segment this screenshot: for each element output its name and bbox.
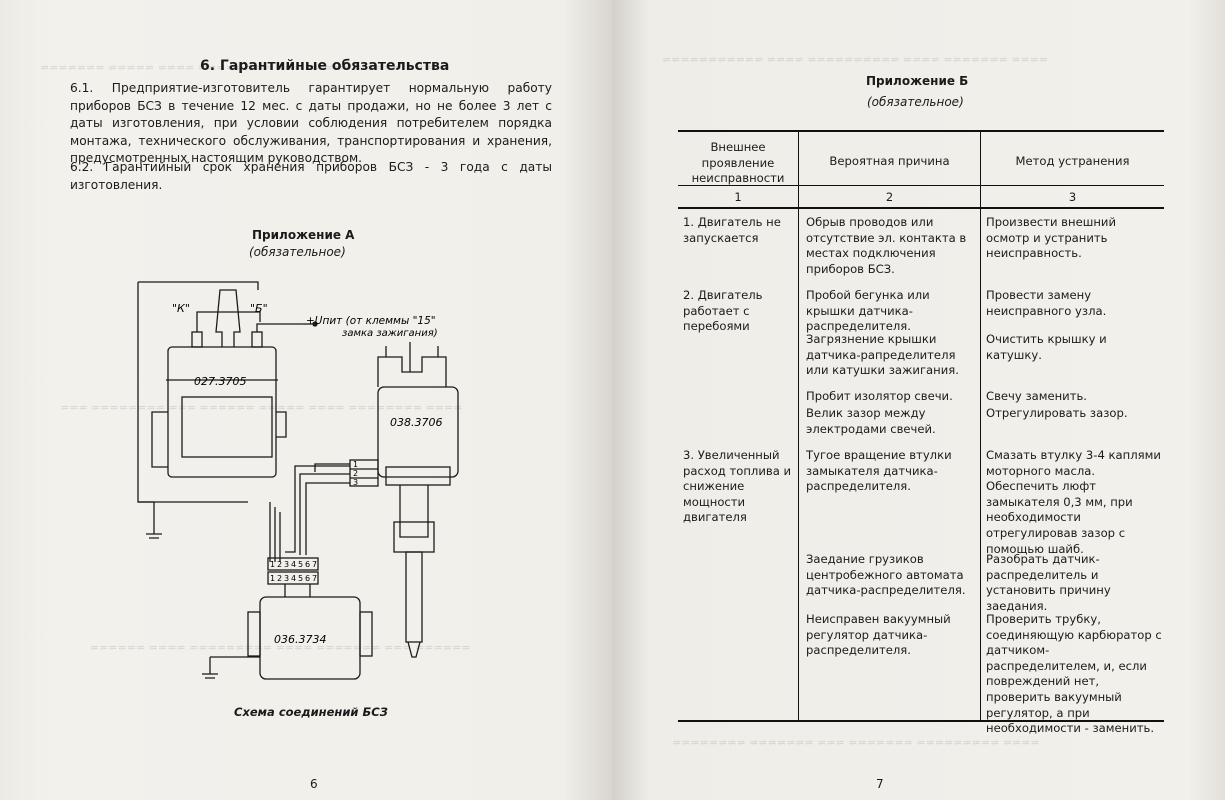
pin-label: 1 [270, 560, 275, 569]
coil-high-voltage-tower [215, 289, 241, 347]
right-page: ≈≈≈≈ ≈≈≈≈≈≈≈ ≈≈≈≈ ≈≈≈≈≈≈≈≈≈≈ ≈≈≈≈ ≈≈≈≈≈≈… [612, 0, 1225, 800]
pin-label: 3 [353, 478, 358, 487]
pin-label: 5 [298, 560, 303, 569]
wire-top [138, 281, 259, 290]
header-remedy: Метод устранения [1015, 154, 1130, 168]
pin-label: 7 [312, 560, 317, 569]
remedy-cell: Очистить крышку и катушку. [986, 332, 1107, 362]
remedy-cell: Произвести внешний осмотр и устранить не… [986, 215, 1116, 261]
pin-label: 6 [305, 574, 310, 583]
column-number: 2 [885, 190, 894, 204]
diagram-caption: Схема соединений БСЗ [234, 705, 388, 719]
appendix-b-title: Приложение Б [866, 74, 969, 88]
pin-label: 4 [291, 574, 296, 583]
page-number: 7 [876, 777, 884, 791]
distributor-body [377, 386, 459, 478]
left-page: ≈≈≈ ≈≈≈≈ ≈≈≈≈≈≈ ≈≈≈ ≈≈≈≈≈≈≈≈ ≈≈≈≈ ≈≈≈≈≈ … [0, 0, 612, 800]
column-number: 3 [1068, 190, 1077, 204]
terminal-k-label: "К" [172, 302, 190, 315]
bleed-through-text: ≈≈≈≈ ≈≈≈≈≈≈≈≈≈ ≈≈≈≈≈≈≈ ≈≈≈ ≈≈≈≈≈≈≈ ≈≈≈≈≈… [672, 736, 1040, 749]
coil-label: 027.3705 [194, 375, 247, 388]
pin-label: 3 [284, 560, 289, 569]
troubleshooting-table: Внешнее проявление неисправности Вероятн… [678, 130, 1164, 735]
symptom-cell: 1. Двигатель не запускается [683, 215, 781, 245]
paragraph-6-1: 6.1. Предприятие-изготовитель гарантируе… [70, 81, 552, 165]
pin-label: 2 [277, 560, 282, 569]
pin-label: 4 [291, 560, 296, 569]
section-title: 6. Гарантийные обязательства [200, 58, 450, 74]
remedy-cell: Свечу заменить. [986, 389, 1087, 403]
cause-cell: Неисправен вакуумный регулятор датчика-р… [806, 612, 951, 658]
pin-label: 2 [353, 469, 358, 478]
pin-label: 1 [270, 574, 275, 583]
symptom-cell: 2. Двигатель работает с перебоями [683, 288, 763, 334]
wire-loop [137, 282, 248, 503]
cause-cell: Тугое вращение втулки замыкателя датчика… [806, 448, 952, 494]
appendix-a-subtitle: (обязательное) [249, 245, 346, 259]
header-symptom: Внешнее проявление неисправности [691, 140, 785, 186]
terminal-b-label: "Б" [250, 302, 268, 315]
pin-label: 7 [312, 574, 317, 583]
remedy-cell: Отрегулировать зазор. [986, 406, 1128, 420]
power-label-2: замка зажигания) [342, 328, 438, 339]
appendix-a-title: Приложение А [252, 228, 355, 242]
cause-cell: Пробой бегунка или крышки датчика-распре… [806, 288, 930, 334]
bleed-through-text: ≈≈≈≈ ≈≈≈≈≈≈≈ ≈≈≈≈ ≈≈≈≈≈≈≈≈≈≈ ≈≈≈≈ ≈≈≈≈≈≈… [662, 53, 1049, 66]
cause-cell: Велик зазор между электродами свечей. [806, 406, 936, 436]
distributor-label: 038.3706 [390, 416, 443, 429]
pin-label: 1 [353, 460, 358, 469]
header-cause: Вероятная причина [829, 154, 950, 168]
power-label: +Uпит (от клеммы "15" [306, 315, 436, 327]
paragraph-6-2: 6.2. Гарантийный срок хранения приборов … [70, 160, 552, 192]
pin-label: 6 [305, 560, 310, 569]
cause-cell: Заедание грузиков центробежного автомата… [806, 552, 966, 598]
coil-inner [181, 396, 273, 458]
wiring-diagram: "К" "Б" +Uпит (от клеммы "15" замка зажи… [137, 281, 459, 680]
cause-cell: Пробит изолятор свечи. [806, 389, 953, 403]
switch-label: 036.3734 [274, 633, 327, 646]
pin-label: 5 [298, 574, 303, 583]
page-number: 6 [310, 777, 318, 791]
remedy-cell: Разобрать датчик-распределитель и устано… [986, 552, 1111, 613]
remedy-cell: Смазать втулку 3-4 каплями моторного мас… [986, 448, 1161, 556]
cause-cell: Обрыв проводов или отсутствие эл. контак… [806, 215, 967, 276]
appendix-b-subtitle: (обязательное) [867, 95, 964, 109]
column-number: 1 [734, 190, 742, 204]
symptom-cell: 3. Увеличенный расход топлива и снижение… [683, 448, 792, 525]
pin-label: 2 [277, 574, 282, 583]
pin-label: 3 [284, 574, 289, 583]
cause-cell: Загрязнение крышки датчика-рапределителя… [806, 332, 959, 378]
remedy-cell: Провести замену неисправного узла. [986, 288, 1107, 318]
remedy-cell: Проверить трубку, соединяющую карбюратор… [986, 612, 1162, 736]
distributor-shaft [405, 551, 423, 643]
